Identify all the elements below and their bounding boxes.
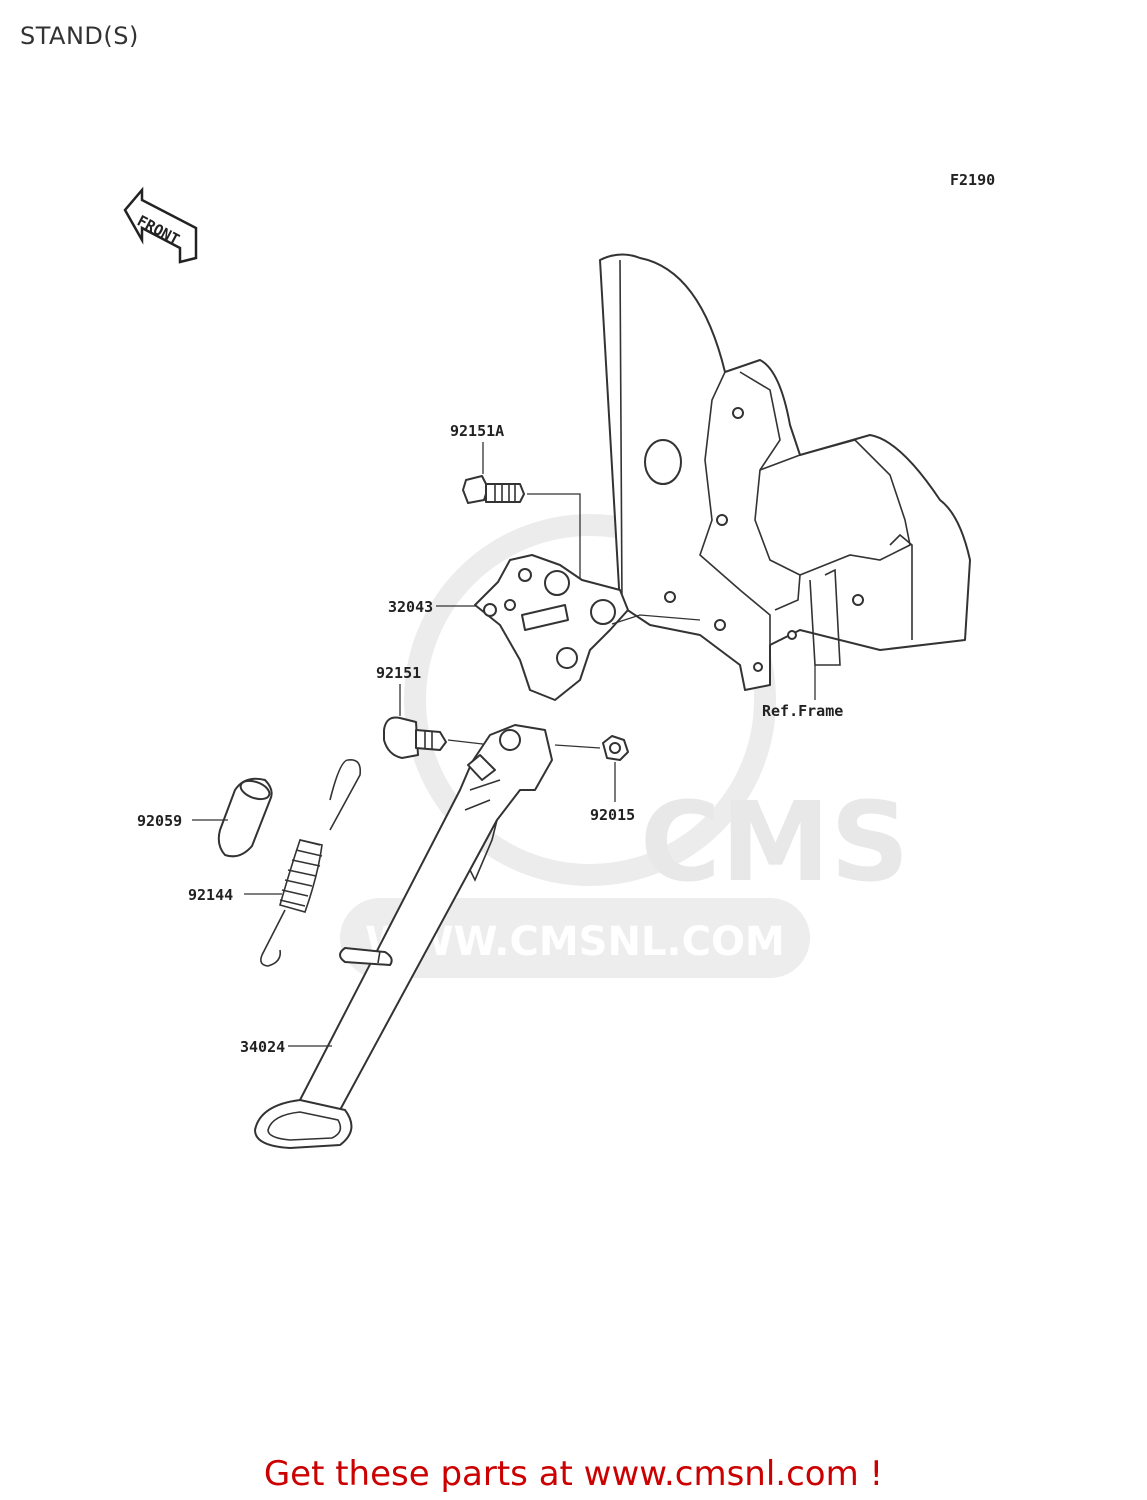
collar-92059 <box>217 777 273 858</box>
nut-92015 <box>602 735 629 761</box>
part-label-92059: 92059 <box>137 812 182 830</box>
part-label-92151a: 92151A <box>450 422 504 440</box>
watermark: CMS WWW.CMSNL.COM <box>340 514 909 978</box>
watermark-logo: CMS <box>640 778 909 906</box>
stand-pin <box>339 947 393 966</box>
bolt-92151 <box>383 716 447 759</box>
part-label-34024: 34024 <box>240 1038 285 1056</box>
spring-92144 <box>260 758 362 967</box>
watermark-logo-ring <box>404 514 776 886</box>
part-label-92015: 92015 <box>590 806 635 824</box>
bolt-92151a <box>462 475 525 504</box>
front-arrow-icon: FRONT <box>123 186 198 264</box>
bracket-32043 <box>474 554 629 701</box>
diagram-code: F2190 <box>950 171 995 189</box>
part-label-32043: 32043 <box>388 598 433 616</box>
watermark-banner <box>340 898 810 978</box>
part-label-92144: 92144 <box>188 886 233 904</box>
side-stand-34024 <box>254 724 553 1149</box>
get-parts-link[interactable]: Get these parts at www.cmsnl.com ! <box>263 1454 884 1494</box>
page-title: STAND(S) <box>20 22 139 50</box>
ref-frame-label: Ref.Frame <box>762 702 843 720</box>
frame-drawing <box>599 253 971 691</box>
part-label-92151: 92151 <box>376 664 421 682</box>
